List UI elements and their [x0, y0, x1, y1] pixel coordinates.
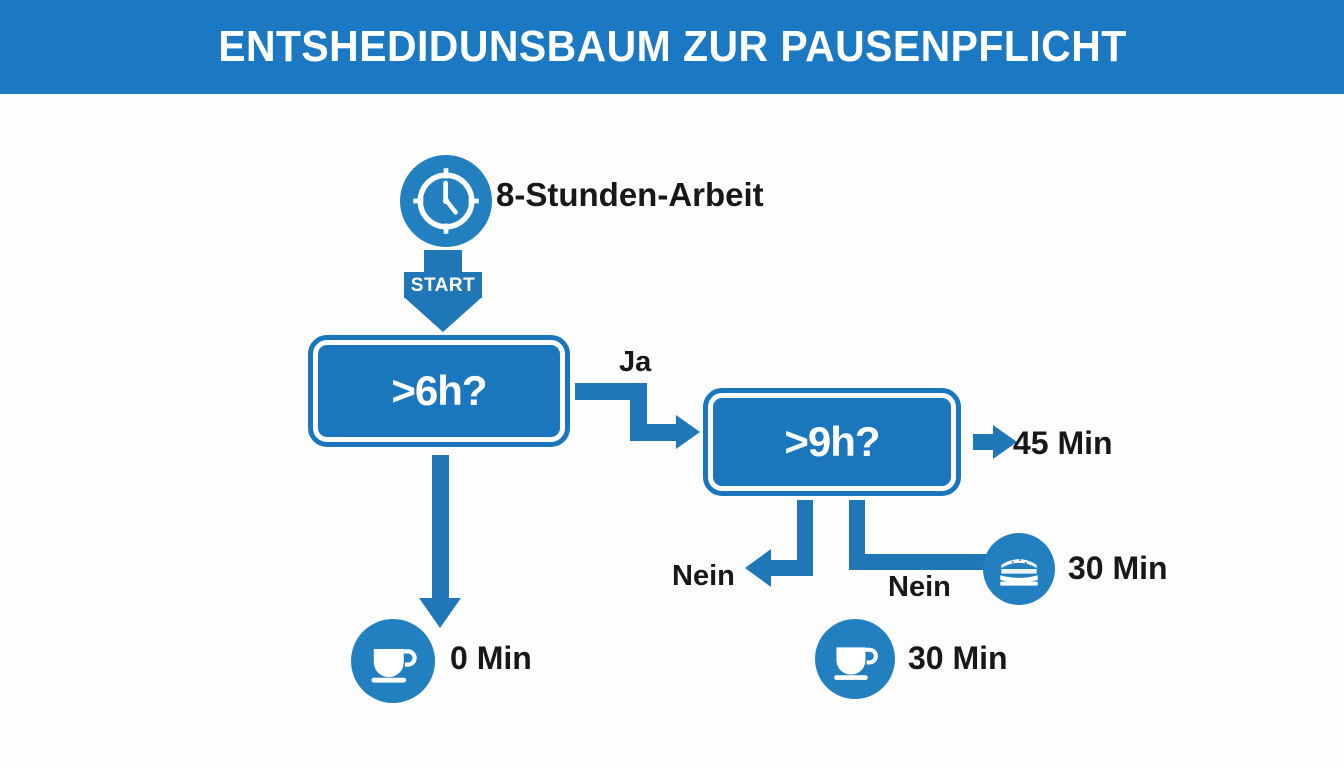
edge-nein-right-h: [849, 554, 997, 570]
decision-node-9h-label: >9h?: [784, 418, 880, 465]
edge-nein-6h-stem: [432, 455, 449, 602]
decision-node-9h[interactable]: >9h?: [703, 388, 961, 496]
outcome-45min-label: 45 Min: [1013, 425, 1113, 461]
edge-ja-arrowhead: [676, 415, 700, 449]
edge-nein-left-arrowhead: [745, 549, 771, 587]
edge-label-ja: Ja: [619, 346, 652, 378]
edge-ja-segment-h1: [575, 383, 647, 400]
sandwich-icon: [983, 533, 1055, 605]
edge-nein-left-v: [797, 500, 813, 576]
decision-node-6h[interactable]: >6h?: [308, 335, 570, 447]
edge-label-nein-left: Nein: [672, 560, 735, 592]
clock-icon: [400, 155, 492, 247]
arrow-right-icon: [993, 425, 1017, 459]
start-arrow-label: START: [410, 275, 476, 296]
coffee-cup-icon: [351, 619, 435, 703]
outcome-coffee-30min-label: 30 Min: [908, 640, 1008, 676]
start-node-label: 8-Stunden-Arbeit: [496, 176, 764, 213]
page-title: ENTSHEDIDUNSBAUM ZUR PAUSENPFLICHT: [217, 22, 1127, 71]
outcome-sandwich-30min-label: 30 Min: [1068, 550, 1168, 586]
edge-ja-segment-h2: [630, 424, 678, 441]
edge-label-nein-right: Nein: [888, 571, 951, 603]
edge-nein-left-h: [769, 560, 813, 576]
header-bar: ENTSHEDIDUNSBAUM ZUR PAUSENPFLICHT: [0, 0, 1344, 94]
edge-nein-right-v: [849, 500, 865, 570]
coffee-cup-icon-2: [815, 619, 895, 699]
decision-node-6h-label: >6h?: [391, 367, 487, 414]
outcome-0min-label: 0 Min: [450, 640, 532, 676]
start-arrow: START: [396, 250, 490, 332]
edge-nein-6h-arrowhead: [419, 598, 461, 628]
edge-45min-stem: [973, 434, 995, 450]
